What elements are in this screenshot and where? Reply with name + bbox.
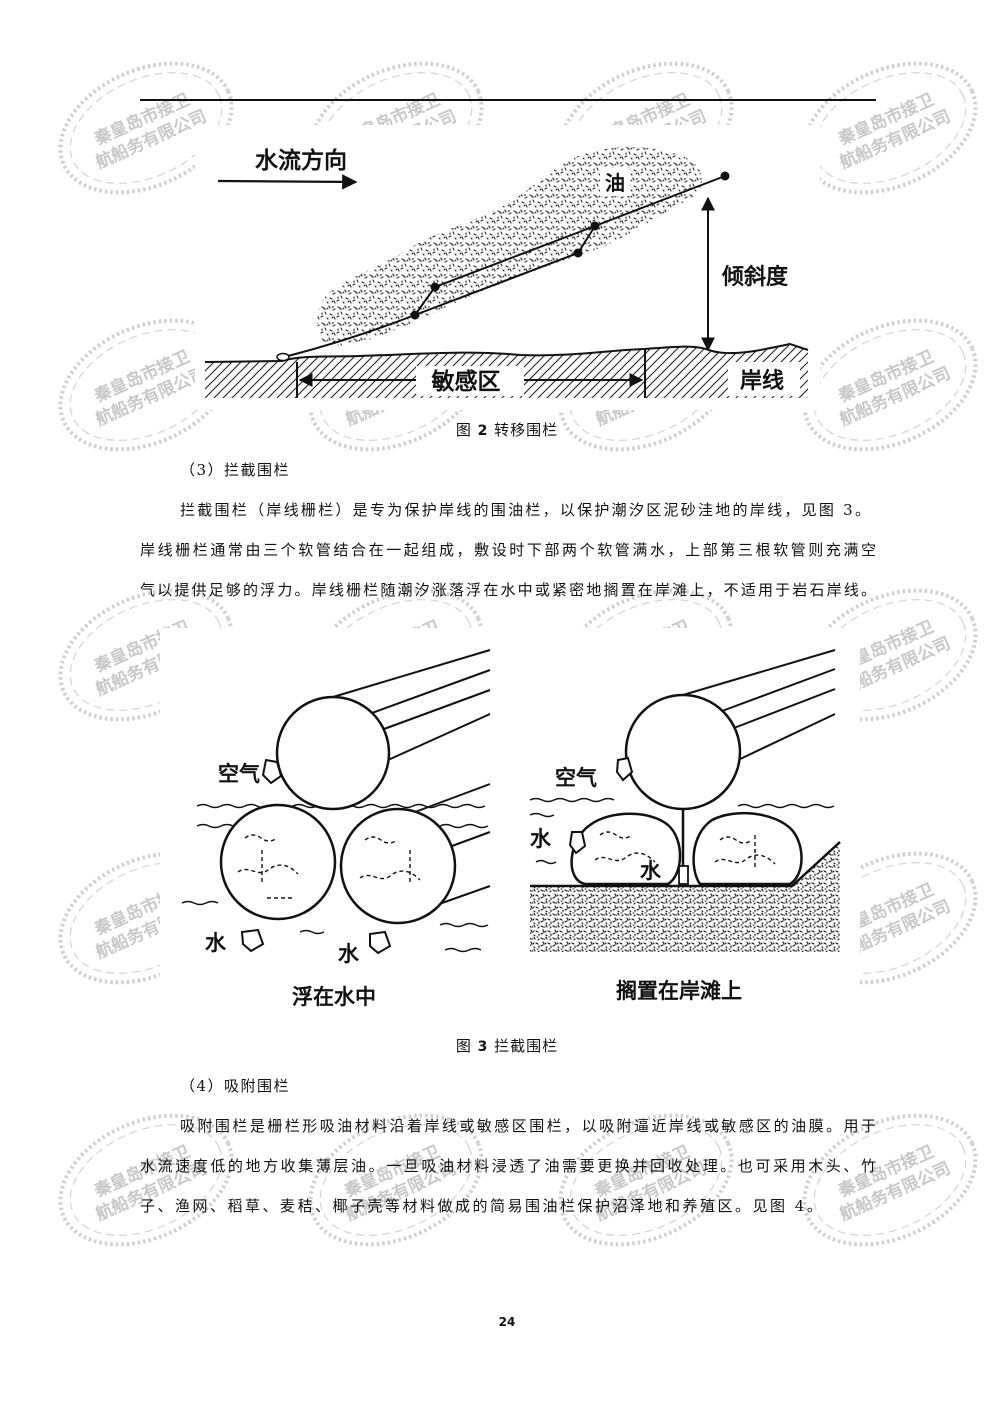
section-3-line-2: 岸线栅栏通常由三个软管结合在一起组成，敷设时下部两个软管满水，上部第三根软管则充… <box>140 541 876 559</box>
oil-slick <box>317 147 702 346</box>
caption-prefix: 图 <box>455 1037 472 1055</box>
section-4-line-2: 水流速度低的地方收集薄层油。一旦吸油材料浸透了油需要更换并回收处理。也可采用木头… <box>140 1157 876 1175</box>
caption-number: 2 <box>477 423 489 439</box>
section-4-line-1: 吸附围栏是栅栏形吸油材料沿着岸线或敏感区围栏，以吸附逼近岸线或敏感区的油膜。用于 <box>180 1117 876 1135</box>
oil-label: 油 <box>605 171 625 195</box>
watermark-line-1: 秦皇岛市接卫 <box>91 346 193 407</box>
figure-2-diagram: 水流方向 油 倾斜度 敏感区 岸线 <box>195 125 820 410</box>
shoreline-label-box <box>728 362 800 396</box>
sensitive-area-label-box <box>416 366 524 396</box>
section-3-heading: （3）拦截围栏 <box>180 461 291 479</box>
air-valve <box>615 756 634 782</box>
slope-label: 倾斜度 <box>721 264 789 290</box>
watermark-ring-inner <box>813 329 967 441</box>
watermark-line-2: 航船务有限公司 <box>836 363 953 431</box>
right-air-label: 空气 <box>555 766 597 790</box>
cylinder-edge <box>371 669 491 714</box>
tube-joint-base <box>678 865 689 885</box>
boom-point <box>720 171 730 181</box>
flow-direction-arrow <box>217 174 358 190</box>
boom-point <box>410 310 420 320</box>
watermark-ring-inner <box>813 72 967 184</box>
watermark-line-1: 秦皇岛市接卫 <box>835 346 937 407</box>
header-rule <box>140 99 876 101</box>
cylinder-edge <box>332 649 491 698</box>
water-tube-left <box>219 803 337 921</box>
water-tube-right <box>339 807 457 925</box>
water-valve <box>568 831 587 855</box>
cylinder-edge <box>451 831 491 847</box>
watermark-line-2: 航船务有限公司 <box>836 106 953 174</box>
oil-label-box <box>600 168 630 196</box>
caption-number: 3 <box>477 1039 489 1055</box>
left-water-label-1: 水 <box>205 931 227 955</box>
cylinder-edge <box>383 689 491 730</box>
flow-direction-label: 水流方向 <box>255 147 347 174</box>
water-texture <box>237 834 421 899</box>
boom-line-upper <box>414 175 726 316</box>
left-air-label: 空气 <box>218 762 260 786</box>
water-valve <box>369 930 392 955</box>
grounded-title: 搁置在岸滩上 <box>616 979 742 1003</box>
water-valve <box>240 928 265 953</box>
shoreline-label: 岸线 <box>740 368 784 394</box>
cylinder-edge <box>737 713 836 761</box>
caption-title: 转移围栏 <box>494 421 559 439</box>
cylinder-edge <box>682 649 836 696</box>
flattened-water-tube-right <box>692 811 803 886</box>
water-lines-right <box>529 797 835 865</box>
cylinder-edge <box>387 713 491 761</box>
floating-boom <box>332 649 491 904</box>
beach-surface-line <box>530 841 841 888</box>
caption-prefix: 图 <box>455 421 472 439</box>
air-tube <box>275 695 391 811</box>
floating-title: 浮在水中 <box>292 985 376 1009</box>
right-water-label-2: 水 <box>640 859 662 883</box>
figure-3-diagram: 空气 水 水 浮在水中 空气 水 水 搁置在岸滩上 <box>160 628 860 1020</box>
air-tube-grounded <box>624 693 742 811</box>
watermark-line-2: 航船务有限公司 <box>92 363 209 431</box>
section-4-heading: （4）吸附围栏 <box>180 1077 291 1095</box>
boom-anchor <box>276 352 290 362</box>
cylinder-edge <box>721 668 836 712</box>
grounded-boom <box>682 649 836 761</box>
boom-point <box>573 248 583 258</box>
beach-ground <box>530 842 840 952</box>
caption-title: 拦截围栏 <box>494 1037 559 1055</box>
ground-line <box>204 342 809 363</box>
section-3-line-1: 拦截围栏（岸线栅栏）是专为保护岸线的围油栏，以保护潮汐区泥砂洼地的岸线，见图 3… <box>180 501 870 519</box>
flattened-water-tube-left <box>570 812 682 886</box>
boom-point <box>590 221 600 231</box>
cylinder-edge <box>441 885 491 904</box>
left-water-label-2: 水 <box>338 942 360 966</box>
sensitive-area-label: 敏感区 <box>431 368 501 395</box>
boom-point <box>430 282 440 292</box>
figure-3-caption: 图 3 拦截围栏 <box>407 1035 607 1057</box>
right-water-label-1: 水 <box>530 827 552 851</box>
water-texture <box>594 831 776 870</box>
page-number: 24 <box>498 1315 516 1329</box>
section-4-line-3: 子、渔网、稻草、麦秸、椰子壳等材料做成的简易围油栏保护沼泽地和养殖区。见图 4。 <box>140 1197 825 1215</box>
watermark-line-2: 航船务有限公司 <box>92 106 209 174</box>
air-valve <box>261 758 283 785</box>
cylinder-edge <box>733 688 836 729</box>
figure-2-caption: 图 2 转移围栏 <box>407 419 607 441</box>
section-3-line-3: 气以提供足够的浮力。岸线栅栏随潮汐涨落浮在水中或紧密地搁置在岸滩上，不适用于岩石… <box>140 581 876 599</box>
